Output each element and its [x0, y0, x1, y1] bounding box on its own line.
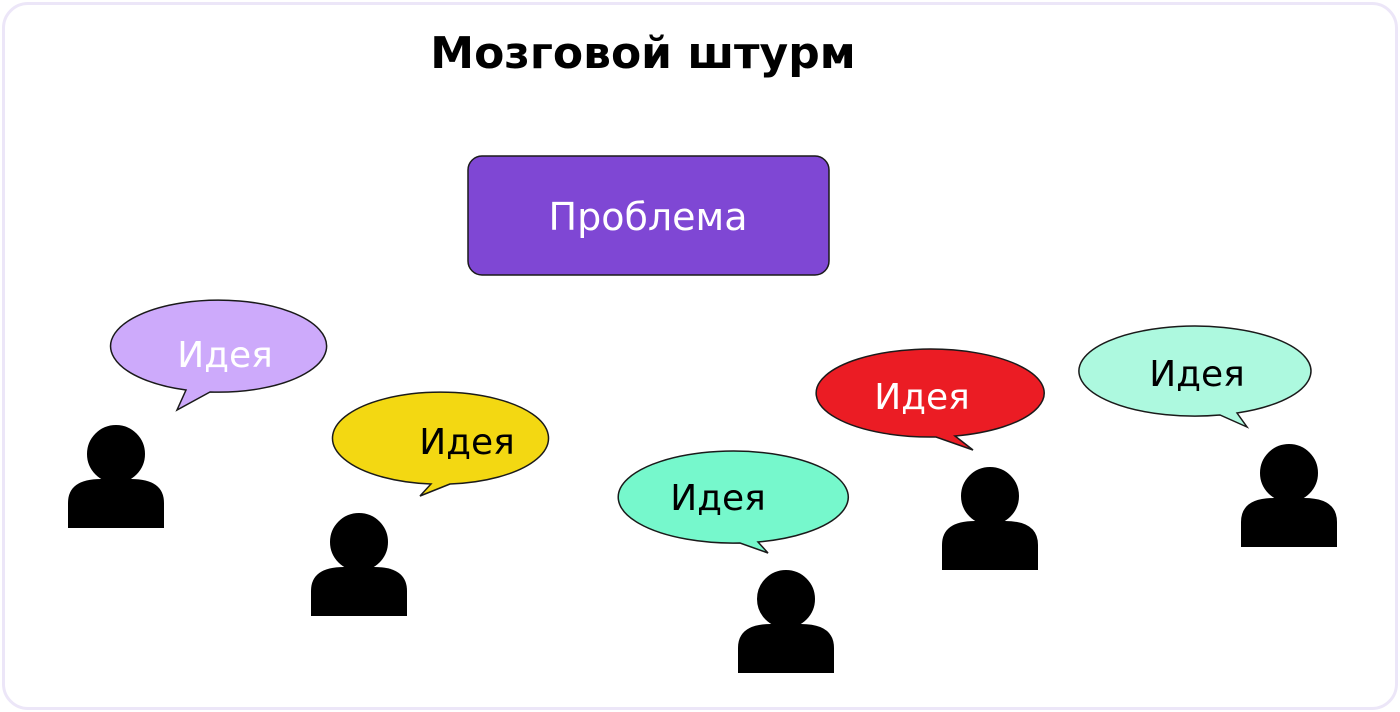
person-icon	[311, 509, 407, 616]
idea-label-2: Идея	[419, 422, 515, 463]
idea-label-4: Идея	[874, 377, 970, 418]
person-icon	[68, 421, 164, 528]
idea-label-5: Идея	[1149, 354, 1245, 395]
idea-bubble-2-shape	[331, 391, 550, 497]
person-icon	[1241, 440, 1337, 547]
problem-label: Проблема	[549, 195, 748, 239]
person-icon	[738, 566, 834, 673]
idea-bubble-3: Идея	[617, 450, 849, 554]
idea-bubble-4-shape	[815, 348, 1045, 451]
idea-label-1: Идея	[177, 335, 273, 376]
idea-bubble-3-shape	[617, 450, 849, 554]
idea-label-3: Идея	[670, 478, 766, 519]
idea-bubble-5: Идея	[1078, 325, 1312, 429]
problem-box: Проблема	[467, 155, 830, 276]
idea-bubble-1: Идея	[109, 299, 328, 412]
idea-bubble-2: Идея	[331, 391, 550, 497]
person-icon	[942, 463, 1038, 570]
diagram-title: Мозговой штурм	[430, 28, 855, 79]
idea-bubble-5-shape	[1078, 325, 1312, 429]
problem-box-shape	[467, 155, 830, 276]
idea-bubble-1-shape	[109, 299, 328, 412]
idea-bubble-4: Идея	[815, 348, 1045, 451]
